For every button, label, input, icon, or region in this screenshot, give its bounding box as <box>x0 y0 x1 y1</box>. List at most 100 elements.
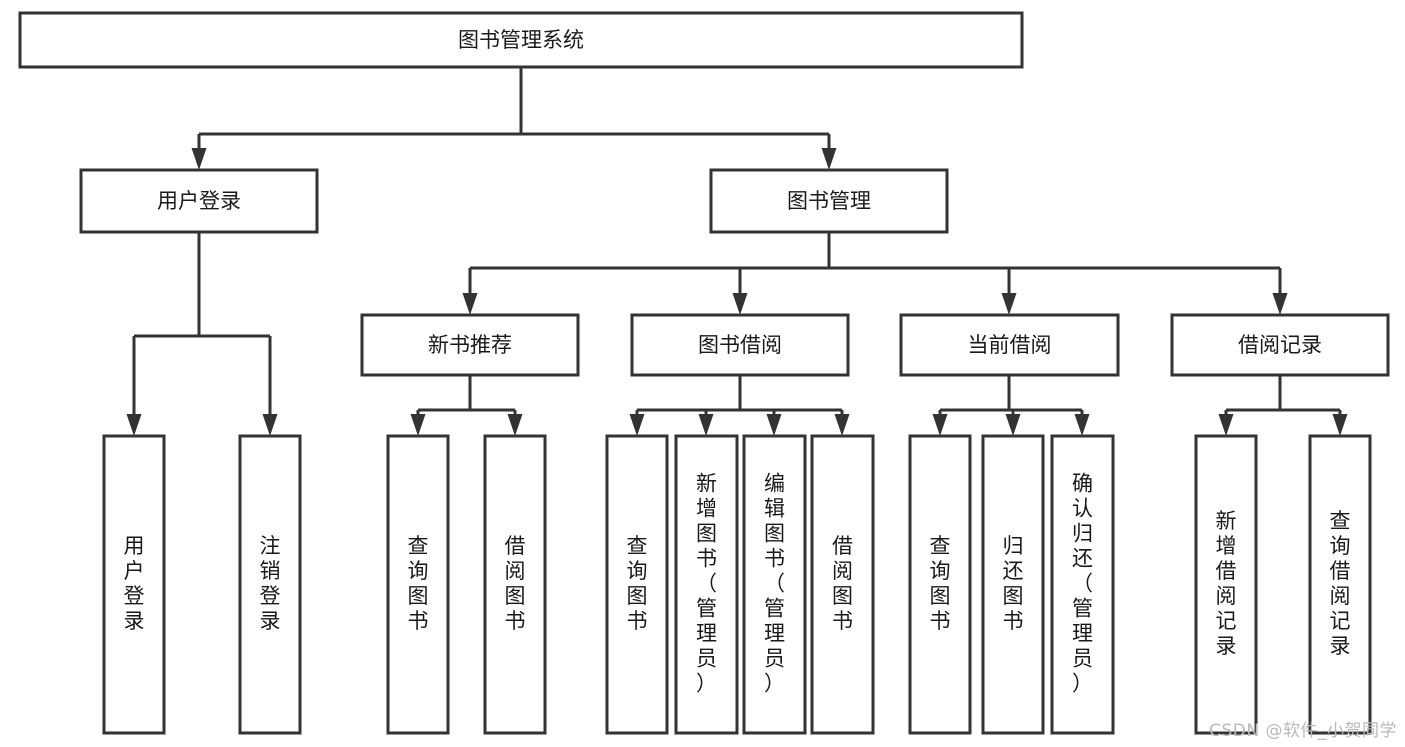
connector-arrow-down <box>1218 410 1234 436</box>
connector-arrow-down <box>1005 410 1021 436</box>
node-leaf-query-book-rec[interactable]: 查询图书 <box>386 434 450 735</box>
node-leaf-logout-login[interactable]: 注销登录 <box>238 434 302 735</box>
node-box-book-management[interactable] <box>709 168 949 234</box>
node-box-leaf-logout-login[interactable] <box>238 434 302 735</box>
node-box-leaf-query-book-borrow[interactable] <box>605 434 669 735</box>
node-box-leaf-add-borrow-record[interactable] <box>1194 434 1258 735</box>
node-label-leaf-confirm-return-admin: 确认归还（管理员） <box>1072 472 1093 696</box>
arrow-head-icon <box>1272 293 1288 315</box>
arrow-head-icon <box>732 293 748 315</box>
node-box-leaf-borrow-book[interactable] <box>810 434 875 735</box>
node-layer: 图书管理系统用户登录图书管理新书推荐图书借阅当前借阅借阅记录用户登录注销登录查询… <box>18 11 1390 735</box>
node-box-borrow-record[interactable] <box>1170 313 1390 377</box>
arrow-head-icon <box>191 148 207 170</box>
connector-arrow-down <box>126 336 142 436</box>
connector-arrow-down <box>629 410 645 436</box>
arrow-head-icon <box>507 414 523 436</box>
node-label-leaf-edit-book-admin: 编辑图书（管理员） <box>764 472 785 696</box>
arrow-head-icon <box>1001 293 1017 315</box>
node-label-leaf-borrow-book: 借阅图书 <box>832 534 853 633</box>
node-user-login[interactable]: 用户登录 <box>79 168 319 234</box>
node-label-leaf-query-borrow-record: 查询借阅记录 <box>1330 509 1351 658</box>
node-label-leaf-user-login: 用户登录 <box>124 534 145 633</box>
node-label-leaf-return-book: 归还图书 <box>1003 534 1024 633</box>
connector-arrow-down <box>1332 410 1348 436</box>
connector-arrow-down <box>766 410 782 436</box>
connector-arrow-down <box>462 268 478 315</box>
arrow-head-icon <box>698 414 714 436</box>
node-label-leaf-add-book-admin: 新增图书（管理员） <box>696 472 717 696</box>
node-label-leaf-borrow-book-rec: 借阅图书 <box>505 534 526 633</box>
arrow-head-icon <box>834 414 850 436</box>
node-label-root: 图书管理系统 <box>458 28 584 52</box>
node-root[interactable]: 图书管理系统 <box>18 11 1024 69</box>
arrow-head-icon <box>1332 414 1348 436</box>
connector-arrow-down <box>262 336 278 436</box>
connector-arrow-down <box>1074 410 1090 436</box>
node-leaf-add-book-admin[interactable]: 新增图书（管理员） <box>674 434 739 735</box>
node-box-leaf-add-book-admin[interactable] <box>674 434 739 735</box>
node-label-new-book-recommend: 新书推荐 <box>428 333 512 357</box>
node-box-leaf-user-login[interactable] <box>102 434 166 735</box>
node-label-book-borrow: 图书借阅 <box>698 333 782 357</box>
node-box-book-borrow[interactable] <box>630 313 850 377</box>
arrow-head-icon <box>766 414 782 436</box>
node-borrow-record[interactable]: 借阅记录 <box>1170 313 1390 377</box>
node-label-leaf-add-borrow-record: 新增借阅记录 <box>1216 509 1237 658</box>
node-label-leaf-logout-login: 注销登录 <box>260 534 281 633</box>
arrow-head-icon <box>126 414 142 436</box>
arrow-head-icon <box>1005 414 1021 436</box>
node-box-leaf-borrow-book-rec[interactable] <box>483 434 547 735</box>
node-leaf-edit-book-admin[interactable]: 编辑图书（管理员） <box>742 434 807 735</box>
node-leaf-query-book-current[interactable]: 查询图书 <box>908 434 972 735</box>
connector-arrow-down <box>507 410 523 436</box>
node-box-leaf-return-book[interactable] <box>981 434 1045 735</box>
node-new-book-recommend[interactable]: 新书推荐 <box>360 313 580 377</box>
node-box-current-borrow[interactable] <box>899 313 1120 377</box>
connector-arrow-down <box>410 410 426 436</box>
node-leaf-return-book[interactable]: 归还图书 <box>981 434 1045 735</box>
arrow-head-icon <box>1074 414 1090 436</box>
arrow-head-icon <box>629 414 645 436</box>
node-leaf-user-login[interactable]: 用户登录 <box>102 434 166 735</box>
connector-arrow-down <box>1272 268 1288 315</box>
arrow-head-icon <box>410 414 426 436</box>
connector-arrow-down <box>698 410 714 436</box>
node-book-borrow[interactable]: 图书借阅 <box>630 313 850 377</box>
node-book-management[interactable]: 图书管理 <box>709 168 949 234</box>
node-leaf-borrow-book-rec[interactable]: 借阅图书 <box>483 434 547 735</box>
node-label-leaf-query-book-rec: 查询图书 <box>408 534 429 633</box>
node-box-new-book-recommend[interactable] <box>360 313 580 377</box>
connector-arrow-down <box>1001 268 1017 315</box>
node-box-root[interactable] <box>18 11 1024 69</box>
arrow-head-icon <box>1218 414 1234 436</box>
connector-arrow-down <box>191 134 207 170</box>
connector-arrow-down <box>732 268 748 315</box>
connector-arrow-down <box>932 410 948 436</box>
node-current-borrow[interactable]: 当前借阅 <box>899 313 1120 377</box>
node-label-borrow-record: 借阅记录 <box>1238 333 1322 357</box>
node-box-leaf-confirm-return-admin[interactable] <box>1050 434 1115 735</box>
arrow-head-icon <box>821 148 837 170</box>
csdn-watermark: CSDN @软件_小贺同学 <box>1209 721 1397 741</box>
arrow-head-icon <box>462 293 478 315</box>
arrow-head-icon <box>932 414 948 436</box>
node-label-leaf-query-book-current: 查询图书 <box>930 534 951 633</box>
node-leaf-query-borrow-record[interactable]: 查询借阅记录 <box>1308 434 1372 735</box>
node-box-leaf-query-book-rec[interactable] <box>386 434 450 735</box>
node-leaf-query-book-borrow[interactable]: 查询图书 <box>605 434 669 735</box>
node-label-leaf-query-book-borrow: 查询图书 <box>627 534 648 633</box>
node-label-book-management: 图书管理 <box>787 189 871 213</box>
node-box-leaf-query-borrow-record[interactable] <box>1308 434 1372 735</box>
node-box-user-login[interactable] <box>79 168 319 234</box>
arrow-head-icon <box>262 414 278 436</box>
node-leaf-confirm-return-admin[interactable]: 确认归还（管理员） <box>1050 434 1115 735</box>
node-box-leaf-edit-book-admin[interactable] <box>742 434 807 735</box>
node-leaf-add-borrow-record[interactable]: 新增借阅记录 <box>1194 434 1258 735</box>
node-label-current-borrow: 当前借阅 <box>968 333 1052 357</box>
node-leaf-borrow-book[interactable]: 借阅图书 <box>810 434 875 735</box>
connector-arrow-down <box>821 134 837 170</box>
node-box-leaf-query-book-current[interactable] <box>908 434 972 735</box>
